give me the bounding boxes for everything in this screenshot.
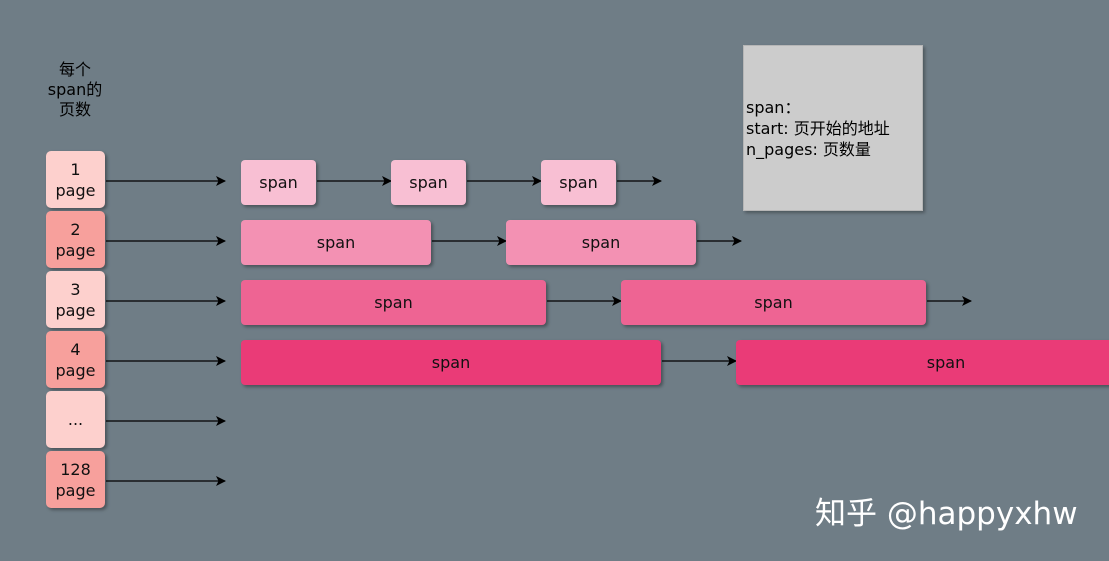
header-line-3: 页数 [58, 100, 91, 119]
watermark: 知乎 @happyxhw [815, 496, 1078, 532]
legend-title: span： [746, 98, 801, 117]
header-line-1: 每个 [58, 60, 91, 79]
span-node: span [736, 339, 1109, 385]
span-node: span [391, 159, 466, 205]
page-size-count: ... [67, 410, 84, 429]
page-size-count: 2 [70, 219, 81, 239]
page-size-unit: page [55, 360, 96, 380]
page-size-box: ... [46, 391, 105, 448]
page-size-count: 3 [70, 279, 81, 299]
legend-start-field: start: 页开始的地址 [746, 119, 890, 138]
span-node: span [241, 279, 546, 325]
span-node: span [241, 339, 661, 385]
header-line-2: span的 [47, 80, 103, 99]
span-node: span [241, 219, 431, 265]
span-node: span [541, 159, 616, 205]
page-size-unit: page [55, 240, 96, 260]
page-size-count: 1 [70, 159, 81, 179]
page-size-count: 128 [60, 459, 91, 479]
span-node: span [621, 279, 926, 325]
pages-per-span-header: 每个 span的 页数 [30, 60, 120, 120]
page-size-count: 4 [70, 339, 81, 359]
legend-npages-field: n_pages: 页数量 [746, 140, 871, 159]
span-node: span [506, 219, 696, 265]
page-size-unit: page [55, 180, 96, 200]
span-fields-legend: span： start: 页开始的地址 n_pages: 页数量 [743, 45, 923, 211]
span-node: span [241, 159, 316, 205]
page-size-unit: page [55, 480, 96, 500]
page-size-unit: page [55, 300, 96, 320]
